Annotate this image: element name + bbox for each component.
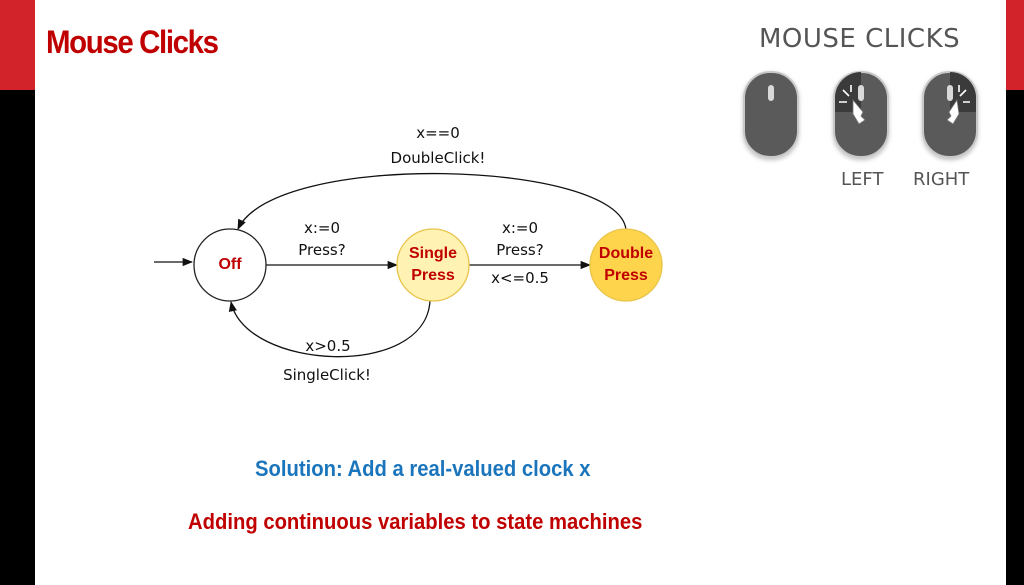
mouse-illustrations bbox=[743, 71, 978, 158]
state-off bbox=[193, 228, 267, 302]
subtitle-text: Adding continuous variables to state mac… bbox=[188, 509, 643, 534]
transition-single-to-off bbox=[228, 300, 431, 358]
label-single-to-double-input: Press? bbox=[496, 241, 544, 259]
state-machine-diagram bbox=[154, 172, 663, 358]
label-double-to-off-output: DoubleClick! bbox=[390, 149, 486, 167]
state-single-press-line1: Single bbox=[408, 245, 458, 262]
mouse-icon bbox=[743, 71, 799, 158]
transition-double-to-off bbox=[237, 172, 627, 231]
state-double-press-label: Double Press bbox=[599, 243, 653, 287]
slide: Mouse Clicks MOUSE CLICKS bbox=[35, 0, 1006, 585]
label-single-to-off-guard: x>0.5 bbox=[305, 337, 351, 355]
mouse-right-click-icon bbox=[922, 71, 978, 158]
state-double-press-line1: Double bbox=[598, 245, 654, 262]
label-off-to-single-reset: x:=0 bbox=[303, 219, 341, 237]
state-single-press-label: Single Press bbox=[409, 243, 457, 287]
state-double-press bbox=[589, 228, 663, 302]
state-single-press bbox=[396, 228, 470, 302]
mouse-panel-title: MOUSE CLICKS bbox=[759, 24, 961, 54]
label-single-to-double-reset: x:=0 bbox=[501, 219, 539, 237]
right-accent-bar bbox=[1006, 0, 1024, 90]
state-off-label: Off bbox=[218, 256, 242, 273]
solution-text: Solution: Add a real-valued clock x bbox=[255, 456, 591, 481]
slide-title: Mouse Clicks bbox=[46, 24, 219, 60]
state-single-press-line2: Press bbox=[411, 267, 455, 284]
label-single-to-double-guard: x<=0.5 bbox=[491, 269, 549, 287]
label-double-to-off-guard: x==0 bbox=[416, 124, 460, 142]
label-off-to-single-input: Press? bbox=[298, 241, 346, 259]
state-double-press-line2: Press bbox=[604, 267, 648, 284]
label-single-to-off-output: SingleClick! bbox=[283, 366, 371, 384]
mouse-left-click-icon bbox=[833, 71, 889, 158]
right-button-label: RIGHT bbox=[913, 169, 970, 190]
left-accent-bar bbox=[0, 0, 35, 90]
left-button-label: LEFT bbox=[841, 169, 884, 190]
